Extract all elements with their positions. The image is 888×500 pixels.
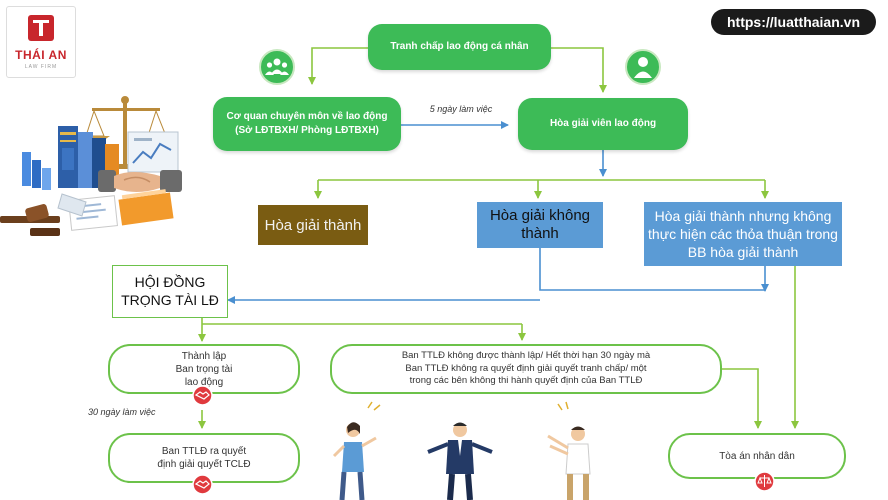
- board-established-line3: lao động: [184, 376, 224, 388]
- chart-document-icon: [127, 131, 179, 173]
- mediation-unfulfilled-line1: Hòa giải thành nhưng không: [654, 207, 832, 224]
- board-decision-line2: định giải quyết TCLĐ: [157, 459, 251, 470]
- board-established-line1: Thành lập: [181, 350, 227, 362]
- handshake-badge-icon: [192, 385, 213, 406]
- board-not-established-box: Ban TTLĐ không được thành lập/ Hết thời …: [330, 344, 722, 394]
- connector-top-to-mediator: [551, 47, 607, 93]
- connector-not-established-to-court: [720, 368, 762, 429]
- handshake-icon: [98, 170, 182, 192]
- not-established-line2: Ban TTLĐ không ra quyết định giải quyết …: [405, 362, 647, 374]
- labor-mediator-label: Hòa giải viên lao động: [549, 117, 657, 129]
- group-people-icon: [259, 49, 295, 85]
- documents-icon: [57, 193, 118, 231]
- not-established-line1: Ban TTLĐ không được thành lập/ Hết thời …: [401, 350, 651, 362]
- scales-badge-icon: [754, 471, 775, 492]
- labor-mediator-box: Hòa giải viên lao động: [518, 98, 688, 150]
- mediation-success-box: Hòa giải thành: [258, 205, 368, 245]
- connector-top-to-agency: [308, 47, 368, 85]
- website-url-badge: https://luatthaian.vn: [711, 9, 876, 35]
- thirty-working-days-label: 30 ngày làm việc: [88, 407, 156, 417]
- mediation-success-label: Hòa giải thành: [264, 216, 362, 234]
- individual-labor-dispute-box: Tranh chấp lao động cá nhân: [368, 24, 551, 70]
- woman-figure-icon: [332, 401, 381, 500]
- businessman-figure-icon: [427, 422, 493, 500]
- mediation-unfulfilled-line3: BB hòa giải thành: [687, 244, 799, 261]
- gavel-icon: [0, 204, 60, 236]
- dispute-people-illustration: [332, 401, 591, 500]
- logo-mark: [28, 15, 54, 41]
- man-figure-icon: [547, 401, 591, 500]
- mediation-failure-line1: Hòa giải không: [489, 207, 591, 224]
- handshake-badge-icon-2: [192, 474, 213, 495]
- folder-icon: [118, 189, 174, 226]
- logo-subtitle: LAW FIRM: [24, 64, 58, 70]
- mediation-unfulfilled-line2: thực hiện các thỏa thuận trong: [648, 225, 838, 242]
- connector-failure-down: [539, 248, 765, 291]
- five-working-days-label: 5 ngày làm việc: [429, 104, 493, 114]
- council-line2: TRỌNG TÀI LĐ: [121, 291, 219, 308]
- logo-name: THÁI AN: [15, 48, 67, 62]
- labor-agency-box: Cơ quan chuyên môn về lao động (Sở LĐTBX…: [213, 97, 401, 151]
- board-decision-line1: Ban TTLĐ ra quyết: [161, 446, 247, 457]
- council-line1: HỘI ĐỒNG: [134, 274, 206, 290]
- file-stack-icon: [22, 152, 51, 190]
- board-established-line2: Ban trọng tài: [175, 363, 233, 375]
- mediation-failure-box: Hòa giải không thành: [477, 202, 603, 248]
- peoples-court-label: Tòa án nhân dân: [719, 450, 795, 462]
- law-illustration: [0, 96, 182, 236]
- mediation-failure-line2: thành: [521, 225, 559, 242]
- labor-agency-line1: Cơ quan chuyên môn về lao động: [226, 110, 388, 122]
- labor-arbitration-council-box: HỘI ĐỒNG TRỌNG TÀI LĐ: [112, 265, 228, 318]
- individual-labor-dispute-label: Tranh chấp lao động cá nhân: [390, 40, 529, 52]
- logo: THÁI AN LAW FIRM: [6, 6, 76, 78]
- person-icon: [625, 49, 661, 85]
- not-established-line3: trong các bên không thi hành quyết định …: [409, 375, 643, 387]
- mediation-unfulfilled-box: Hòa giải thành nhưng không thực hiện các…: [644, 202, 842, 266]
- labor-agency-line2: (Sở LĐTBXH/ Phòng LĐTBXH): [235, 125, 379, 136]
